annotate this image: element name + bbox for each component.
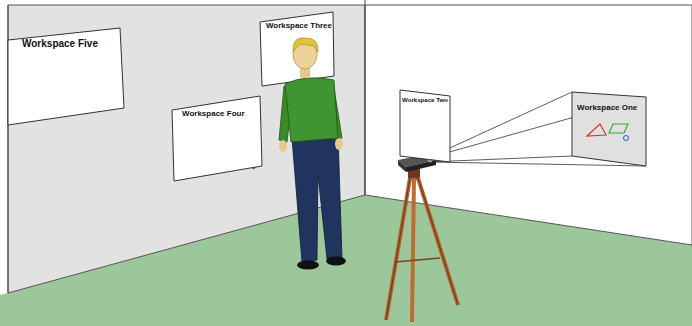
workspace-panel: Workspace Four [172, 96, 262, 181]
wall-corner [365, 0, 366, 195]
projection-beams [428, 92, 646, 166]
workspace-panel: Workspace One [572, 92, 646, 166]
red-triangle [587, 124, 606, 136]
workspace-panel: Workspace Three [260, 12, 334, 86]
panel-title: Workspace Two [402, 96, 448, 103]
left-wall [8, 5, 365, 293]
panel-title: Workspace Five [22, 38, 98, 49]
workspace-panel: Workspace Two [400, 90, 450, 162]
panel-outline [172, 96, 262, 181]
panel-title: Workspace Four [182, 109, 245, 118]
tripod [386, 168, 458, 322]
blue-circle [624, 136, 629, 141]
panel-title: Workspace Three [266, 21, 332, 30]
panel-title: Workspace One [577, 103, 637, 112]
green-shape [609, 124, 628, 133]
workspace-panel: Workspace Five [8, 28, 124, 125]
